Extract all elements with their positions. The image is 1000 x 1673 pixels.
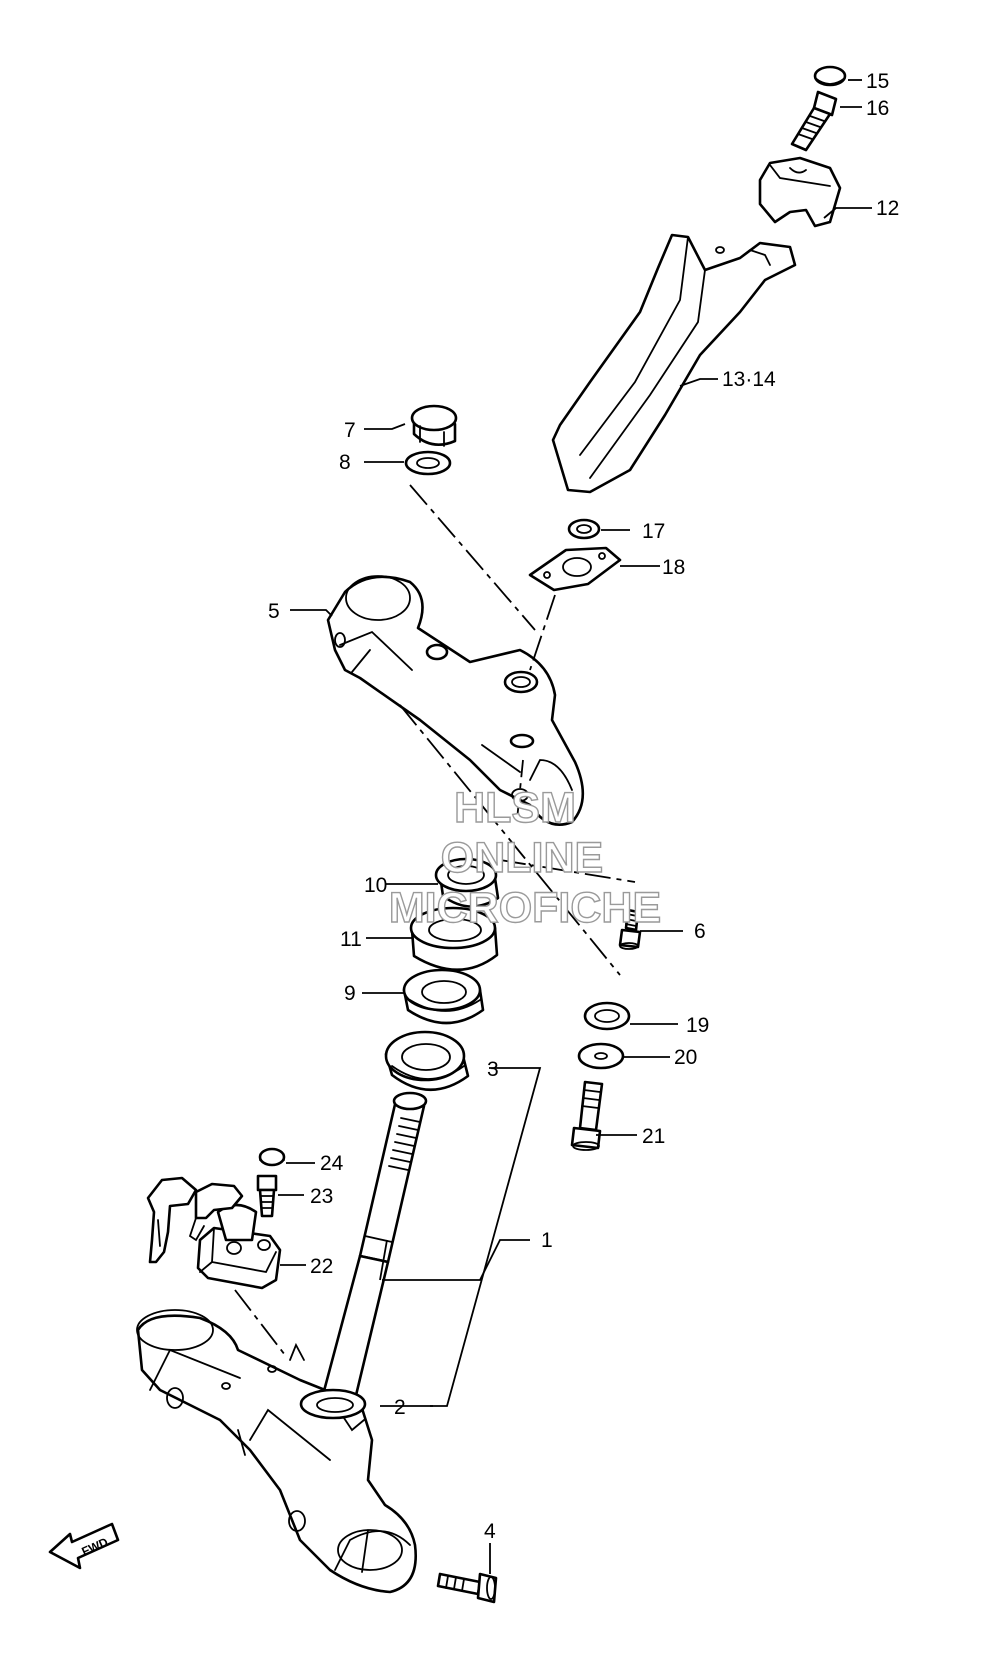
part-22-ignition-switch (146, 1176, 282, 1290)
watermark-line-1: HLSM (454, 784, 576, 832)
fwd-arrow-icon: FWD (48, 1522, 120, 1570)
callout-9: 9 (344, 982, 356, 1005)
callout-7: 7 (344, 419, 356, 442)
callout-8: 8 (339, 451, 351, 474)
callout-4: 4 (484, 1520, 496, 1543)
assembly-guide-lines (234, 484, 636, 1356)
part-1-steering-stem (136, 1091, 428, 1594)
part-16-bolt (790, 90, 838, 152)
part-11-dust-seal (409, 906, 499, 972)
part-8-washer (404, 450, 452, 476)
callout-12: 12 (876, 197, 899, 220)
callout-17: 17 (642, 520, 665, 543)
callout-leaders (278, 79, 872, 1574)
part-23-bolt (256, 1174, 278, 1218)
part-17-washer (567, 518, 601, 540)
callout-23: 23 (310, 1185, 333, 1208)
part-19-washer (583, 1001, 631, 1031)
callout-16: 16 (866, 97, 889, 120)
watermark-line-2: ONLINE (441, 834, 603, 882)
callout-24: 24 (320, 1152, 344, 1175)
part-4-bolt (436, 1572, 498, 1604)
part-15-cap (813, 65, 847, 87)
part-7-stem-nut (410, 404, 458, 447)
callout-20: 20 (674, 1046, 697, 1069)
part-24-cap (258, 1147, 286, 1167)
part-18-plate (528, 546, 622, 592)
callout-22: 22 (310, 1255, 333, 1278)
part-12-handlebar-clamp (758, 156, 842, 228)
part-6-bolt (618, 908, 642, 950)
callout-10: 10 (364, 874, 387, 897)
callout-15: 15 (866, 70, 889, 93)
callout-3: 3 (487, 1058, 499, 1081)
part-9-upper-bearing (402, 968, 485, 1025)
callout-5: 5 (268, 600, 280, 623)
part-13-14-handlebar (551, 233, 797, 494)
callout-1: 1 (541, 1229, 553, 1252)
callout-21: 21 (642, 1125, 665, 1148)
callout-11: 11 (340, 928, 362, 951)
watermark-line-3: MICROFICHE (389, 884, 661, 932)
watermark: HLSM ONLINE MICROFICHE (388, 783, 662, 932)
part-20-washer (577, 1042, 625, 1070)
callout-6: 6 (694, 920, 706, 943)
callout-2: 2 (394, 1396, 406, 1419)
part-5-upper-bracket (326, 575, 585, 826)
part-3-lower-bearing (384, 1030, 470, 1092)
callout-13-14: 13·14 (722, 368, 776, 391)
callout-18: 18 (662, 556, 685, 579)
part-2-dust-seal (299, 1388, 367, 1432)
callout-19: 19 (686, 1014, 709, 1037)
part-10-dust-seal (434, 857, 500, 908)
callout-labels: 15 16 12 13·14 7 8 17 18 5 10 11 9 3 1 2… (268, 70, 899, 1543)
part-21-bolt (570, 1080, 604, 1151)
